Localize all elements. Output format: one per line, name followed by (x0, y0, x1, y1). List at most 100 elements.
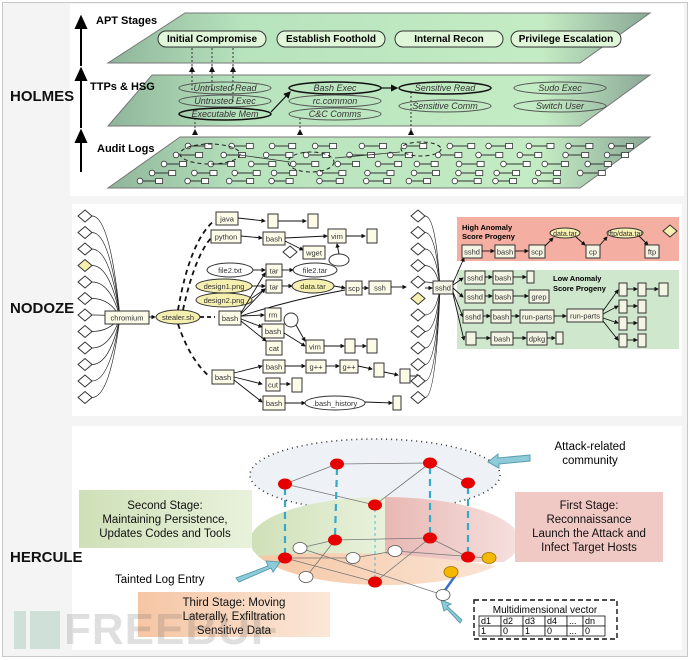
svg-text:Launch the Attack and: Launch the Attack and (532, 528, 646, 540)
red-node (368, 576, 382, 588)
holmes-diagram: APT Stages TTPs & HSG Audit Logs Initial… (74, 12, 652, 189)
chromium-peer-diamond (77, 275, 93, 289)
edge (452, 277, 464, 286)
audit-process-node (475, 151, 482, 159)
node-bash-python-label: bash (266, 235, 282, 244)
audit-process-node (172, 151, 180, 159)
audit-file-node (268, 161, 277, 167)
low-run-parts-child-3 (618, 333, 628, 348)
node-rm-label: rm (269, 311, 278, 320)
low-node-bash-3-label: bash (493, 313, 509, 322)
audit-file-node (252, 170, 261, 176)
audit-file-node (179, 161, 187, 167)
audit-process-node (248, 160, 255, 168)
audit-process-node (516, 151, 524, 159)
edge (240, 272, 266, 314)
node-scp-label: scp (348, 284, 360, 293)
audit-file-node (285, 178, 294, 184)
node-cat (265, 340, 283, 356)
chromium-edge (91, 265, 121, 318)
audit-file-node (195, 152, 204, 158)
sshd-peer-diamond (410, 242, 426, 256)
edge (544, 237, 554, 247)
community-edge (284, 463, 338, 485)
low-node-dpkg-child (555, 331, 564, 345)
node-gpp-1 (305, 359, 327, 374)
edge (333, 285, 346, 290)
vector-value-text: 1 (481, 626, 486, 636)
low-node-run-parts-2-label: run-parts (570, 312, 600, 321)
high-node-ftp (644, 244, 660, 259)
sshd-peer-diamond (410, 209, 426, 223)
node-gpp-child (373, 362, 385, 378)
red-node (278, 552, 292, 564)
svg-text:Switch User: Switch User (536, 101, 585, 111)
audit-process-node (160, 160, 168, 168)
audit-process-node (576, 169, 584, 177)
edge (284, 240, 304, 251)
edge (240, 318, 263, 328)
node-vim-source (328, 253, 350, 267)
hercule-label: HERCULE (10, 549, 83, 566)
svg-text:Third Stage: Moving: Third Stage: Moving (183, 597, 286, 609)
tainted-log-entry-label: Tainted Log Entry (115, 574, 205, 586)
graph-edge (299, 547, 444, 596)
chromium-peer-diamond (77, 308, 93, 322)
community-edge (284, 483, 376, 506)
low-node-dpkg-label: dpkg (529, 335, 545, 344)
audit-process-node (316, 169, 323, 177)
audit-file-node (505, 143, 513, 149)
node-vim-child (366, 228, 378, 244)
audit-process-node (228, 142, 235, 150)
svg-text:Updates Codes and Tools: Updates Codes and Tools (99, 528, 231, 540)
graph-edge (429, 537, 469, 558)
edge (452, 257, 465, 284)
ttp-switch-user: Switch User (513, 99, 607, 113)
orange-node (481, 552, 497, 564)
multidimensional-vector: Multidimensional vector d11d20d31d40....… (473, 599, 618, 640)
low-node-bash-2 (492, 289, 514, 304)
node-gpp-grandchild (399, 368, 411, 384)
audit-process-node (358, 142, 366, 150)
node-wget-source (282, 245, 298, 259)
edge (383, 371, 399, 377)
node-vim2-grandchild (366, 338, 378, 354)
audit-file-node (621, 152, 629, 158)
audit-process-node (603, 151, 611, 159)
node-chromium-label: chromium (111, 314, 144, 323)
sshd-peer-diamond (410, 308, 426, 322)
node-vim2-source (283, 312, 299, 328)
apt-stages-title: APT Stages (96, 15, 157, 27)
audit-log-clusters (179, 141, 442, 173)
hercule-graph (278, 457, 497, 601)
audit-file-node (329, 143, 337, 149)
audit-file-node (285, 152, 294, 158)
high-node-ftp-data-tar-label: /ftp/data.tar (607, 231, 643, 238)
audit-process-node (363, 177, 370, 185)
audit-file-node (553, 170, 561, 176)
svg-text:Attack-related: Attack-related (555, 441, 626, 453)
edge (335, 243, 340, 255)
ttp-edges (270, 84, 399, 113)
ttp-untrusted-exec: Untrusted Exec (178, 94, 272, 108)
node-data-tar-label: data.tar (300, 282, 326, 291)
edge (602, 289, 619, 312)
vector-header-text: d3 (525, 616, 535, 626)
edge (233, 376, 263, 386)
red-node (423, 457, 437, 469)
node-bash-main-label: bash (222, 314, 238, 323)
svg-text:Untrusted Read: Untrusted Read (193, 83, 257, 93)
watermark: FREEBUF (14, 605, 279, 654)
graph-edge (374, 537, 431, 583)
sshd-peer-diamond (410, 374, 426, 388)
audit-file-node (204, 143, 213, 149)
node-gpp-1-label: g++ (310, 363, 324, 372)
node-tar-1 (265, 263, 283, 278)
link-arrowheads (189, 66, 414, 135)
audit-process-node (268, 142, 276, 150)
svg-text:Laterally, Exfiltration: Laterally, Exfiltration (183, 611, 286, 623)
low-node-run-parts-2 (566, 308, 604, 323)
audit-process-node (268, 177, 275, 185)
audit-process-node (493, 169, 500, 177)
